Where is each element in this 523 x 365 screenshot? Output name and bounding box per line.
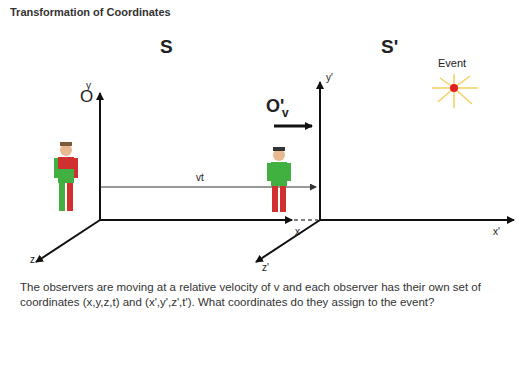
observer-label: O' — [266, 96, 284, 117]
dashed-link — [294, 219, 318, 221]
axis-label: z — [30, 254, 35, 266]
frame-name: S' — [381, 36, 398, 58]
z-prime-axis — [256, 220, 320, 262]
axis-label: y' — [326, 72, 333, 84]
event-burst — [432, 74, 478, 108]
z-axis — [36, 220, 100, 262]
distance-label: vt — [196, 172, 204, 184]
x-prime-axis — [320, 219, 514, 221]
x-axis — [100, 219, 292, 221]
y-prime-axis — [319, 82, 321, 220]
velocity-arrow — [274, 125, 312, 128]
velocity-label: v — [282, 107, 289, 121]
observer-figure — [54, 142, 78, 211]
event-label: Event — [438, 57, 466, 70]
axis-label: z' — [262, 262, 269, 274]
frame-name: S — [160, 36, 173, 58]
observer-label: O — [80, 87, 93, 107]
caption-text: The observers are moving at a relative v… — [20, 280, 490, 310]
observer-figure — [267, 147, 291, 212]
y-axis — [99, 93, 101, 220]
axis-label: x' — [493, 226, 500, 238]
diagram-title: Transformation of Coordinates — [10, 6, 171, 19]
axis-label: x — [295, 226, 300, 238]
